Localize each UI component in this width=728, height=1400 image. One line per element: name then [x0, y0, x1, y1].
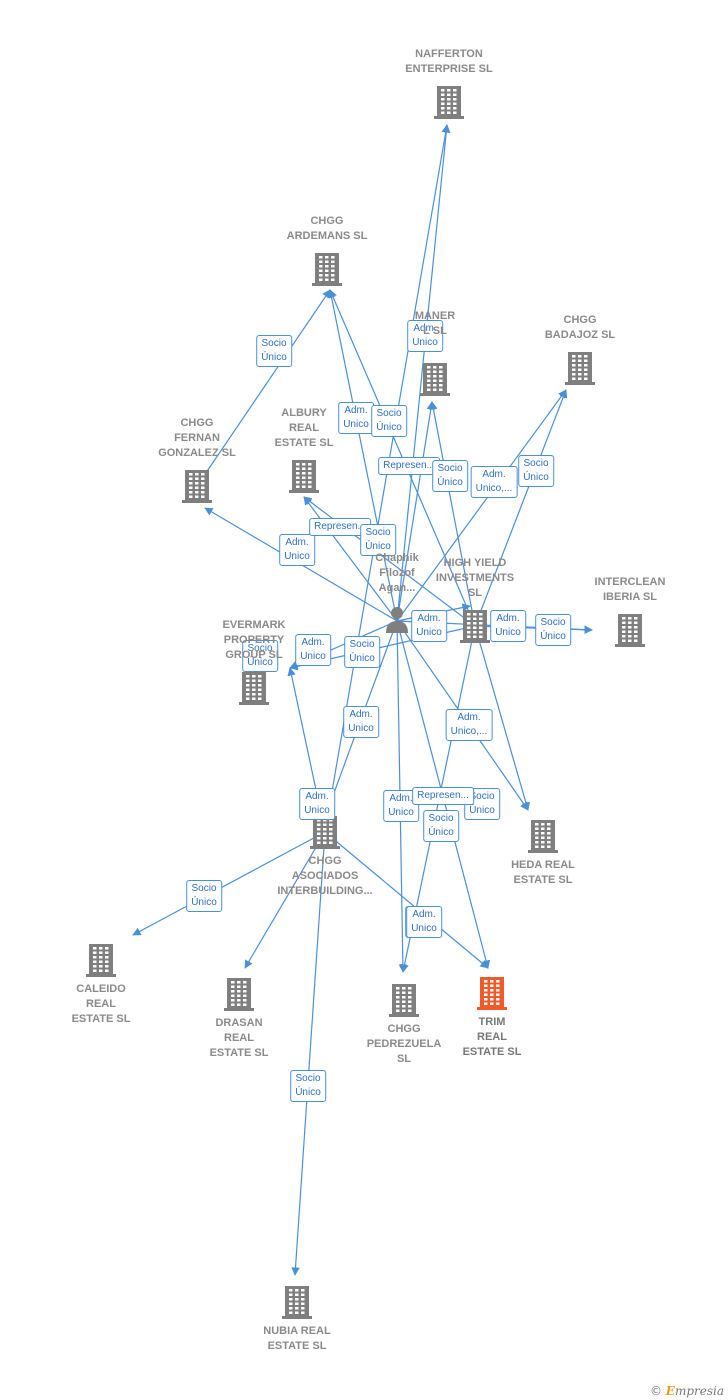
edge-label[interactable]: Socio Único	[432, 460, 468, 492]
edge-label[interactable]: Socio Único	[242, 640, 278, 672]
edge-label[interactable]: Adm. Unico	[490, 610, 526, 642]
building-icon[interactable]	[565, 352, 595, 385]
edge-label[interactable]: Socio Único	[186, 880, 222, 912]
edge-label[interactable]: Socio Único	[256, 335, 292, 367]
edge-label[interactable]: Adm. Unico	[406, 906, 442, 938]
edge-chaphik-nafferton	[396, 124, 451, 622]
node-label-chaphik[interactable]: Chaphik Filozof Agan...	[375, 552, 419, 594]
node-label-drasan[interactable]: DRASAN REAL ESTATE SL	[209, 1017, 269, 1059]
building-icon[interactable]	[460, 610, 490, 643]
node-label-highyield[interactable]: HIGH YIELD INVESTMENTS SL	[435, 557, 515, 599]
edge-label[interactable]: Socio Único	[360, 524, 396, 556]
building-icon[interactable]	[477, 977, 507, 1010]
building-icon[interactable]	[289, 460, 319, 493]
node-label-fernan[interactable]: CHGG FERNAN GONZALEZ SL	[158, 417, 236, 459]
building-icon[interactable]	[224, 978, 254, 1011]
edge-highyield-heda	[474, 625, 530, 811]
edge-highyield-maner	[429, 401, 476, 627]
edge-label[interactable]: Represen...	[309, 518, 371, 536]
edge-label[interactable]: Socio Único	[290, 1070, 326, 1102]
edge-label[interactable]: Represen...	[412, 787, 474, 805]
edge-label[interactable]: Adm. Unico	[343, 706, 379, 738]
edge-label[interactable]: Adm. Unico	[279, 534, 315, 566]
edge-asociados-trim	[324, 831, 489, 969]
edge-label[interactable]: Represen...	[378, 457, 440, 475]
edge-label[interactable]: Adm. Unico,...	[445, 709, 493, 741]
node-label-nafferton[interactable]: NAFFERTON ENTERPRISE SL	[405, 48, 493, 75]
building-icon[interactable]	[389, 984, 419, 1017]
empresia-watermark: © Empresia	[650, 1384, 724, 1398]
building-icon[interactable]	[282, 1286, 312, 1319]
building-icon[interactable]	[86, 944, 116, 977]
building-icon[interactable]	[239, 672, 269, 705]
node-label-pedrezuela[interactable]: CHGG PEDREZUELA SL	[366, 1023, 442, 1065]
edge-label[interactable]: Socio Único	[371, 405, 407, 437]
node-label-maner[interactable]: MANER L SL	[414, 310, 456, 337]
edge-fernan-ardemans	[196, 289, 331, 487]
edge-chaphik-maner	[396, 401, 435, 622]
brand-initial: E	[665, 1384, 675, 1398]
edge-label[interactable]: Adm. Unico	[295, 634, 331, 666]
edge-label[interactable]: Socio Único	[535, 614, 571, 646]
node-label-caleido[interactable]: CALEIDO REAL ESTATE SL	[71, 983, 131, 1025]
edge-asociados-nubia	[291, 831, 326, 1276]
node-label-heda[interactable]: HEDA REAL ESTATE SL	[511, 859, 575, 886]
edge-asociados-caleido	[132, 831, 326, 936]
node-label-asociados[interactable]: CHGG ASOCIADOS INTERBUILDING...	[277, 855, 373, 897]
building-icon[interactable]	[312, 253, 342, 286]
edge-label[interactable]: Adm. Unico	[407, 320, 443, 352]
node-label-ardemans[interactable]: CHGG ARDEMANS SL	[286, 215, 368, 242]
building-icon[interactable]	[615, 614, 645, 647]
building-icon[interactable]	[528, 820, 558, 853]
edge-label[interactable]: Socio Único	[344, 636, 380, 668]
edge-label[interactable]: Adm. Unico	[338, 402, 374, 434]
edge-label[interactable]: Adm. Unico,...	[470, 466, 518, 498]
node-label-trim[interactable]: TRIM REAL ESTATE SL	[462, 1016, 522, 1058]
edge-label[interactable]: Adm. Unico	[299, 788, 335, 820]
brand-name: mpresia	[674, 1384, 724, 1398]
node-label-albury[interactable]: ALBURY REAL ESTATE SL	[274, 407, 334, 449]
edge-label[interactable]: Adm. Unico	[411, 610, 447, 642]
edge-label[interactable]: Socio Único	[518, 455, 554, 487]
node-label-interclean[interactable]: INTERCLEAN IBERIA SL	[594, 576, 666, 603]
building-icon[interactable]	[310, 816, 340, 849]
edge-highyield-badajoz	[474, 389, 568, 627]
edge-asociados-drasan	[244, 831, 326, 969]
person-icon[interactable]	[386, 607, 408, 633]
edge-chaphik-albury	[303, 496, 398, 622]
building-icon[interactable]	[434, 86, 464, 119]
node-label-evermark[interactable]: EVERMARK PROPERTY GROUP SL	[222, 619, 286, 661]
building-icon[interactable]	[420, 363, 450, 396]
edge-chaphik-ardemans	[327, 289, 398, 622]
copyright-icon: ©	[649, 1384, 662, 1398]
edge-chaphik-badajoz	[396, 389, 567, 622]
edge-label[interactable]: Socio Único	[423, 810, 459, 842]
node-label-badajoz[interactable]: CHGG BADAJOZ SL	[544, 314, 616, 341]
building-icon[interactable]	[182, 470, 212, 503]
node-label-nubia[interactable]: NUBIA REAL ESTATE SL	[263, 1325, 331, 1352]
